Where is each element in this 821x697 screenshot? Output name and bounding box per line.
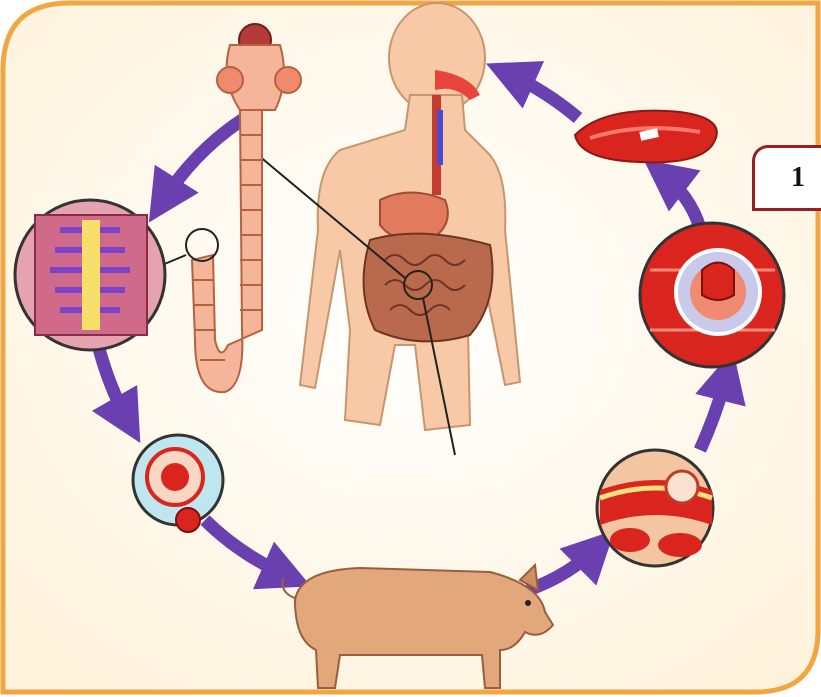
step-number-label: 1: [752, 145, 821, 211]
oncosphere-icon: [597, 450, 713, 566]
proglottid-icon: [15, 200, 165, 350]
cysticercus-icon: [640, 223, 784, 367]
